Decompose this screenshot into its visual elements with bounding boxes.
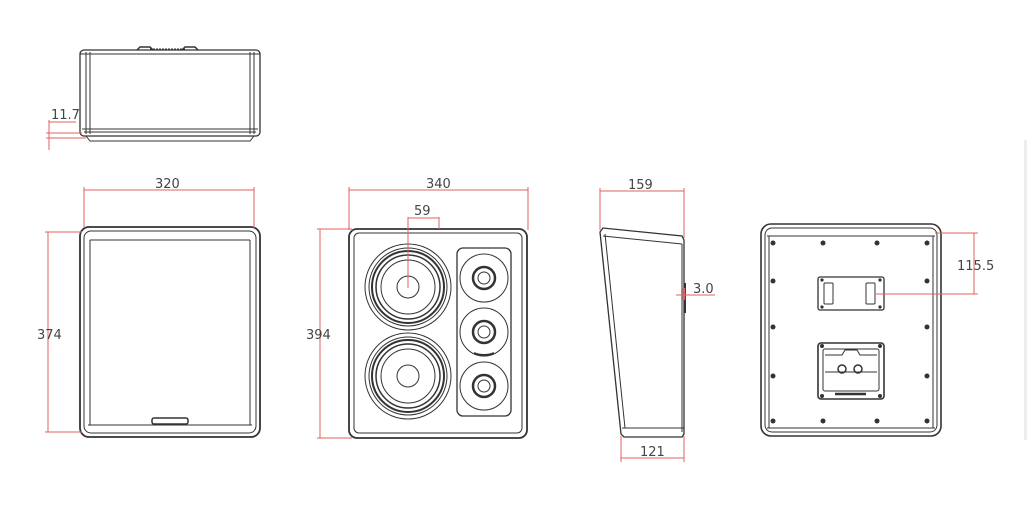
edge-bar: [1024, 140, 1027, 440]
grille-view: [79, 226, 261, 438]
tweeter-2: [459, 307, 509, 357]
dim-115-5: [876, 232, 978, 295]
front-view: [348, 228, 528, 439]
label-159: 159: [628, 178, 653, 193]
label-374: 374: [37, 328, 62, 343]
label-115-5: 115.5: [957, 259, 994, 274]
label-340: 340: [426, 177, 451, 192]
screw-holes: [770, 240, 930, 424]
dim-340-394-59: [317, 187, 529, 439]
dim-11-7: [46, 120, 86, 150]
tweeter-3: [459, 361, 509, 411]
dim-159-121-3: [599, 188, 715, 462]
back-view: [760, 223, 942, 437]
label-3-0: 3.0: [693, 282, 714, 297]
top-view: [79, 46, 261, 142]
label-394: 394: [306, 328, 331, 343]
label-59: 59: [414, 204, 431, 219]
label-320: 320: [155, 177, 180, 192]
label-11-7: 11.7: [51, 108, 80, 123]
dim-320-374: [45, 187, 255, 433]
tweeter-1: [459, 253, 509, 303]
woofer-lower: [364, 332, 452, 420]
label-121: 121: [640, 445, 665, 460]
side-view: [599, 227, 686, 438]
